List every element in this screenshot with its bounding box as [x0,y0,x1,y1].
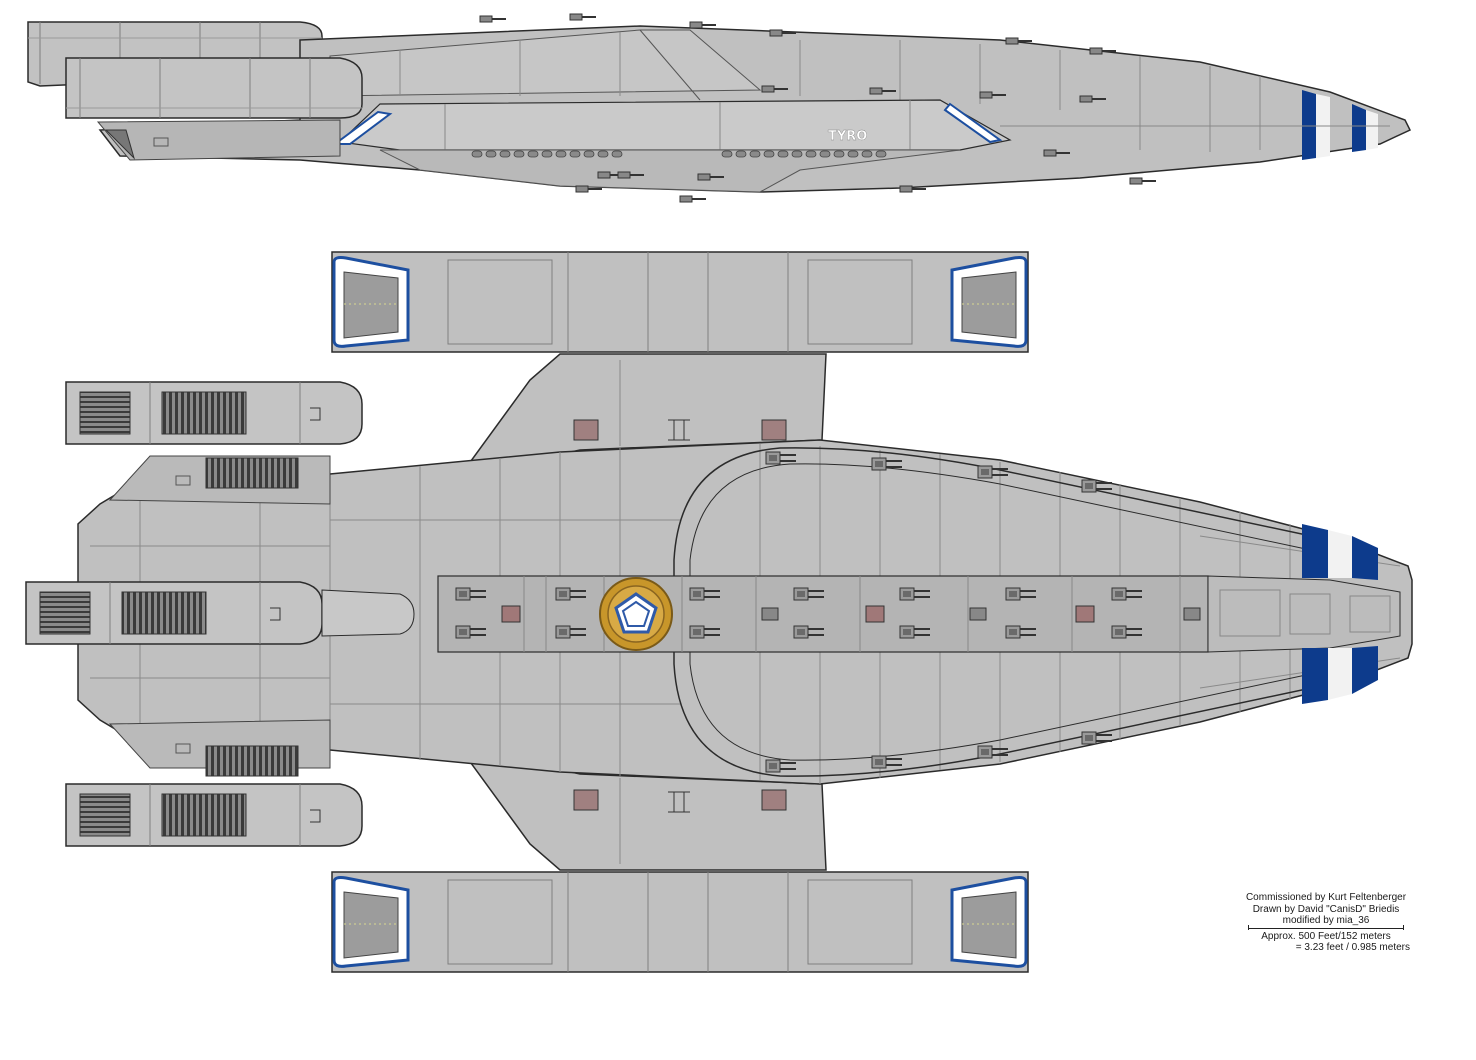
scale-pixel-label: = 3.23 feet / 0.985 meters [1295,942,1410,953]
credit-commissioned: Commissioned by Kurt Feltenberger [1245,892,1407,903]
scale-bar [1248,924,1404,931]
pentagon-emblem-icon [599,577,673,651]
side-view: TYRO [27,13,1412,203]
scale-length-label: Approx. 500 Feet/152 meters [1261,930,1391,942]
ship-name-label: TYRO [828,129,867,144]
credit-modified: modified by mia_36 [1282,915,1370,926]
engine-lower [65,783,363,847]
lower-wing-pod [331,871,1029,973]
credit-drawn: Drawn by David "CanisD" Briedis [1252,903,1400,915]
spine-turrets [455,587,1201,639]
top-view [25,251,1413,973]
upper-wing-pod [331,251,1029,353]
engine-upper [65,381,363,445]
credits-block: Commissioned by Kurt Feltenberger Drawn … [1228,892,1424,954]
engine-middle [25,581,415,645]
